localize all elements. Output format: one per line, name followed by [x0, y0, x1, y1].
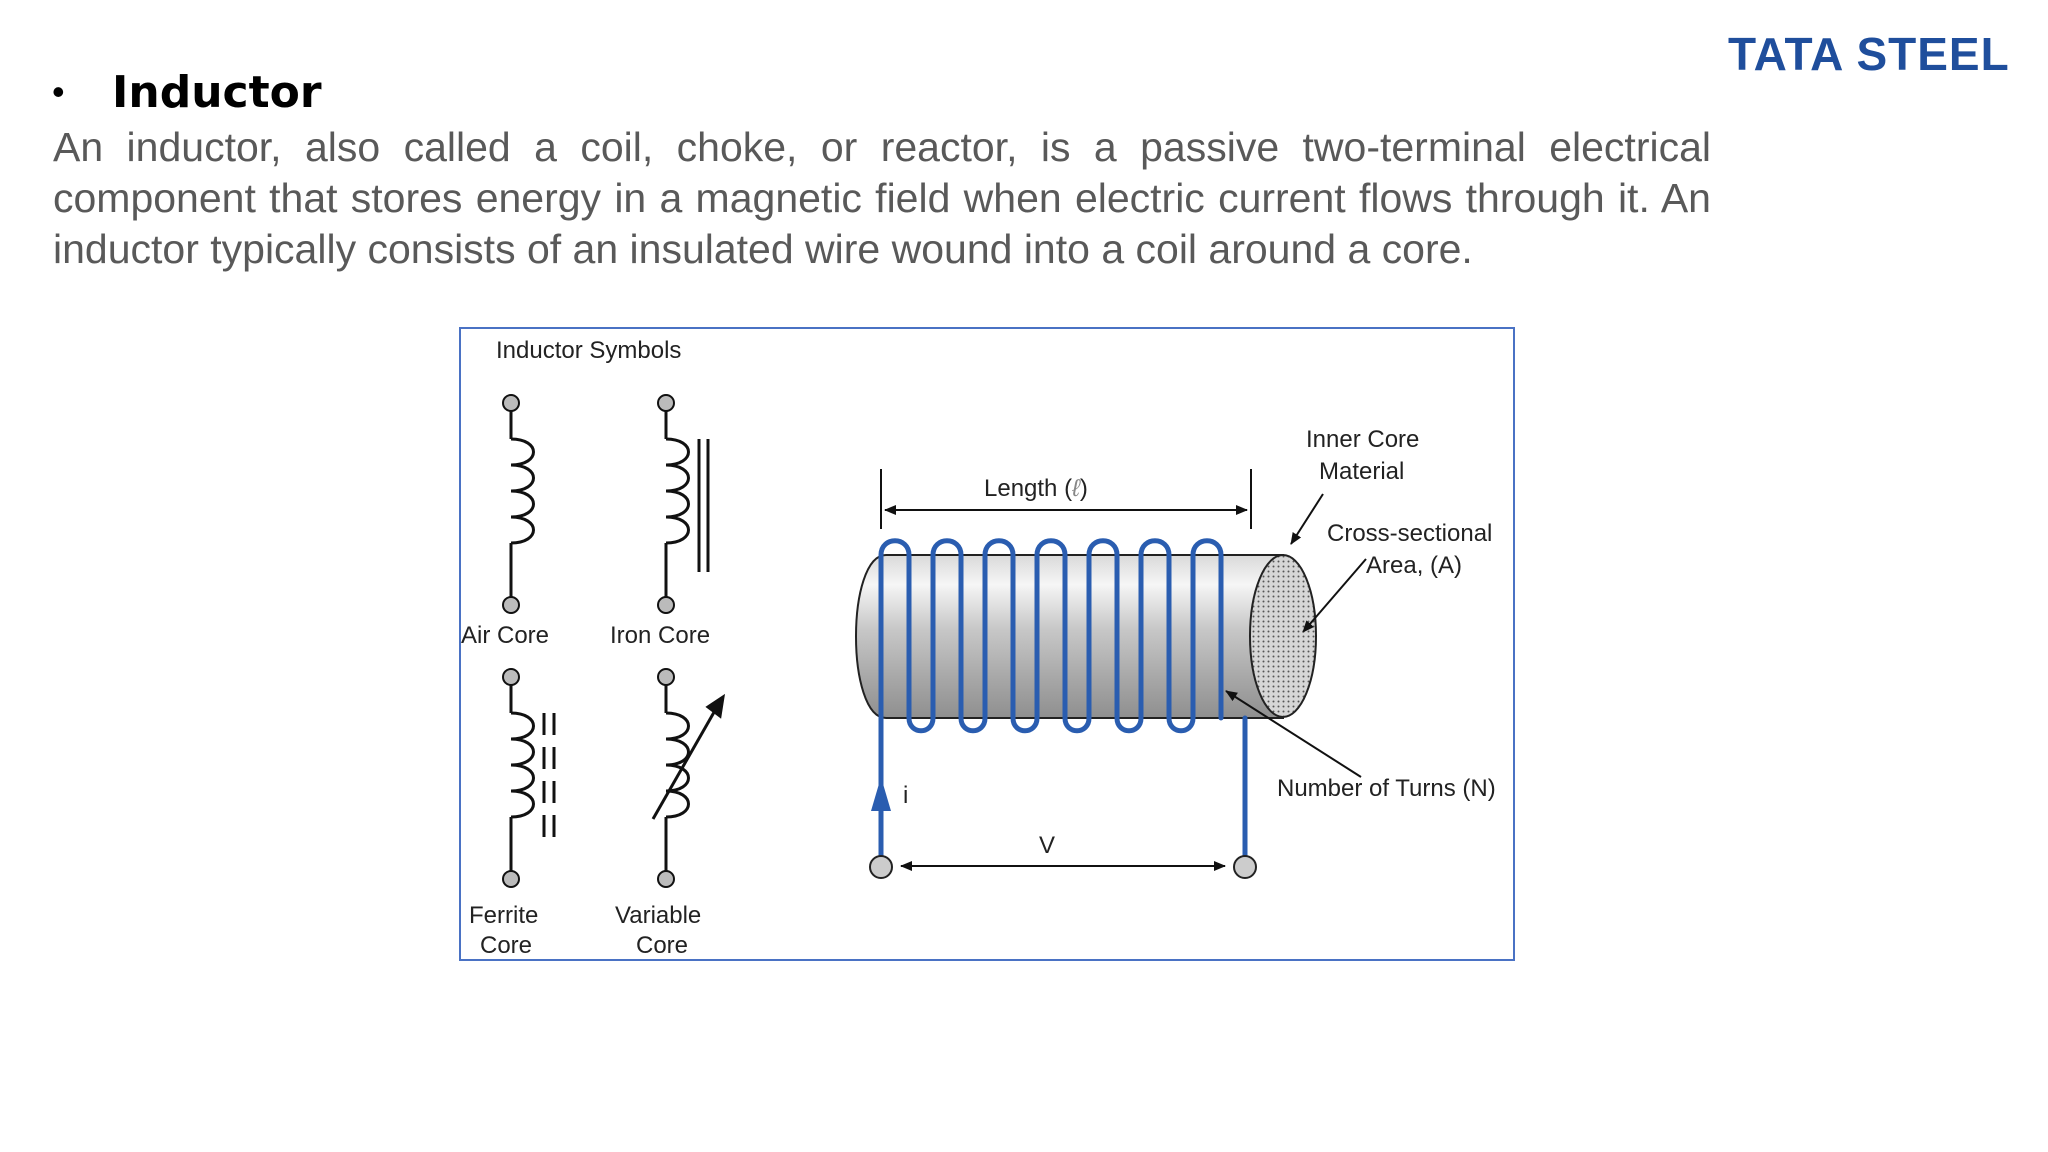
voltage-label: V [1039, 832, 1055, 859]
iron-core-label: Iron Core [610, 622, 710, 649]
cross-section-label-1: Cross-sectional [1327, 520, 1492, 547]
inner-core-label-1: Inner Core [1306, 426, 1419, 453]
cross-section-pointer [1302, 558, 1367, 633]
bullet-heading: • Inductor [52, 62, 322, 122]
inner-core-label-2: Material [1319, 458, 1404, 485]
cross-section-label-2: Area, (A) [1366, 552, 1462, 579]
ferrite-core-label-1: Ferrite [469, 902, 538, 929]
coil-winding [878, 538, 1248, 870]
air-core-label: Air Core [461, 622, 549, 649]
symbols-title: Inductor Symbols [496, 337, 681, 364]
current-label: i [903, 782, 908, 809]
section-description: An inductor, also called a coil, choke, … [53, 124, 1711, 272]
ferrite-core-label-2: Core [480, 932, 532, 959]
coil-core-cylinder [855, 554, 1317, 719]
inductor-diagram-svg: Inductor Symbols Air Core Iron Core [461, 337, 1496, 959]
terminal-left [869, 855, 893, 879]
air-core-symbol [502, 394, 535, 614]
variable-core-label-1: Variable [615, 902, 701, 929]
section-title: Inductor [112, 66, 322, 118]
length-label: Length (ℓ) [984, 475, 1088, 502]
variable-core-symbol [651, 668, 726, 888]
tata-steel-logo: TATA STEEL [1728, 28, 2010, 78]
current-arrow-icon [871, 777, 891, 811]
length-dimension [880, 469, 1252, 529]
inductor-diagram: Inductor Symbols Air Core Iron Core [459, 327, 1515, 961]
inner-core-pointer [1290, 493, 1324, 545]
terminal-right [1233, 855, 1257, 879]
turns-label: Number of Turns (N) [1277, 775, 1496, 802]
turns-pointer [1225, 690, 1362, 778]
svg-text:TATA STEEL: TATA STEEL [1728, 28, 2010, 78]
ferrite-core-symbol [502, 668, 556, 888]
variable-core-label-2: Core [636, 932, 688, 959]
iron-core-symbol [657, 394, 710, 614]
bullet-icon: • [52, 71, 65, 112]
